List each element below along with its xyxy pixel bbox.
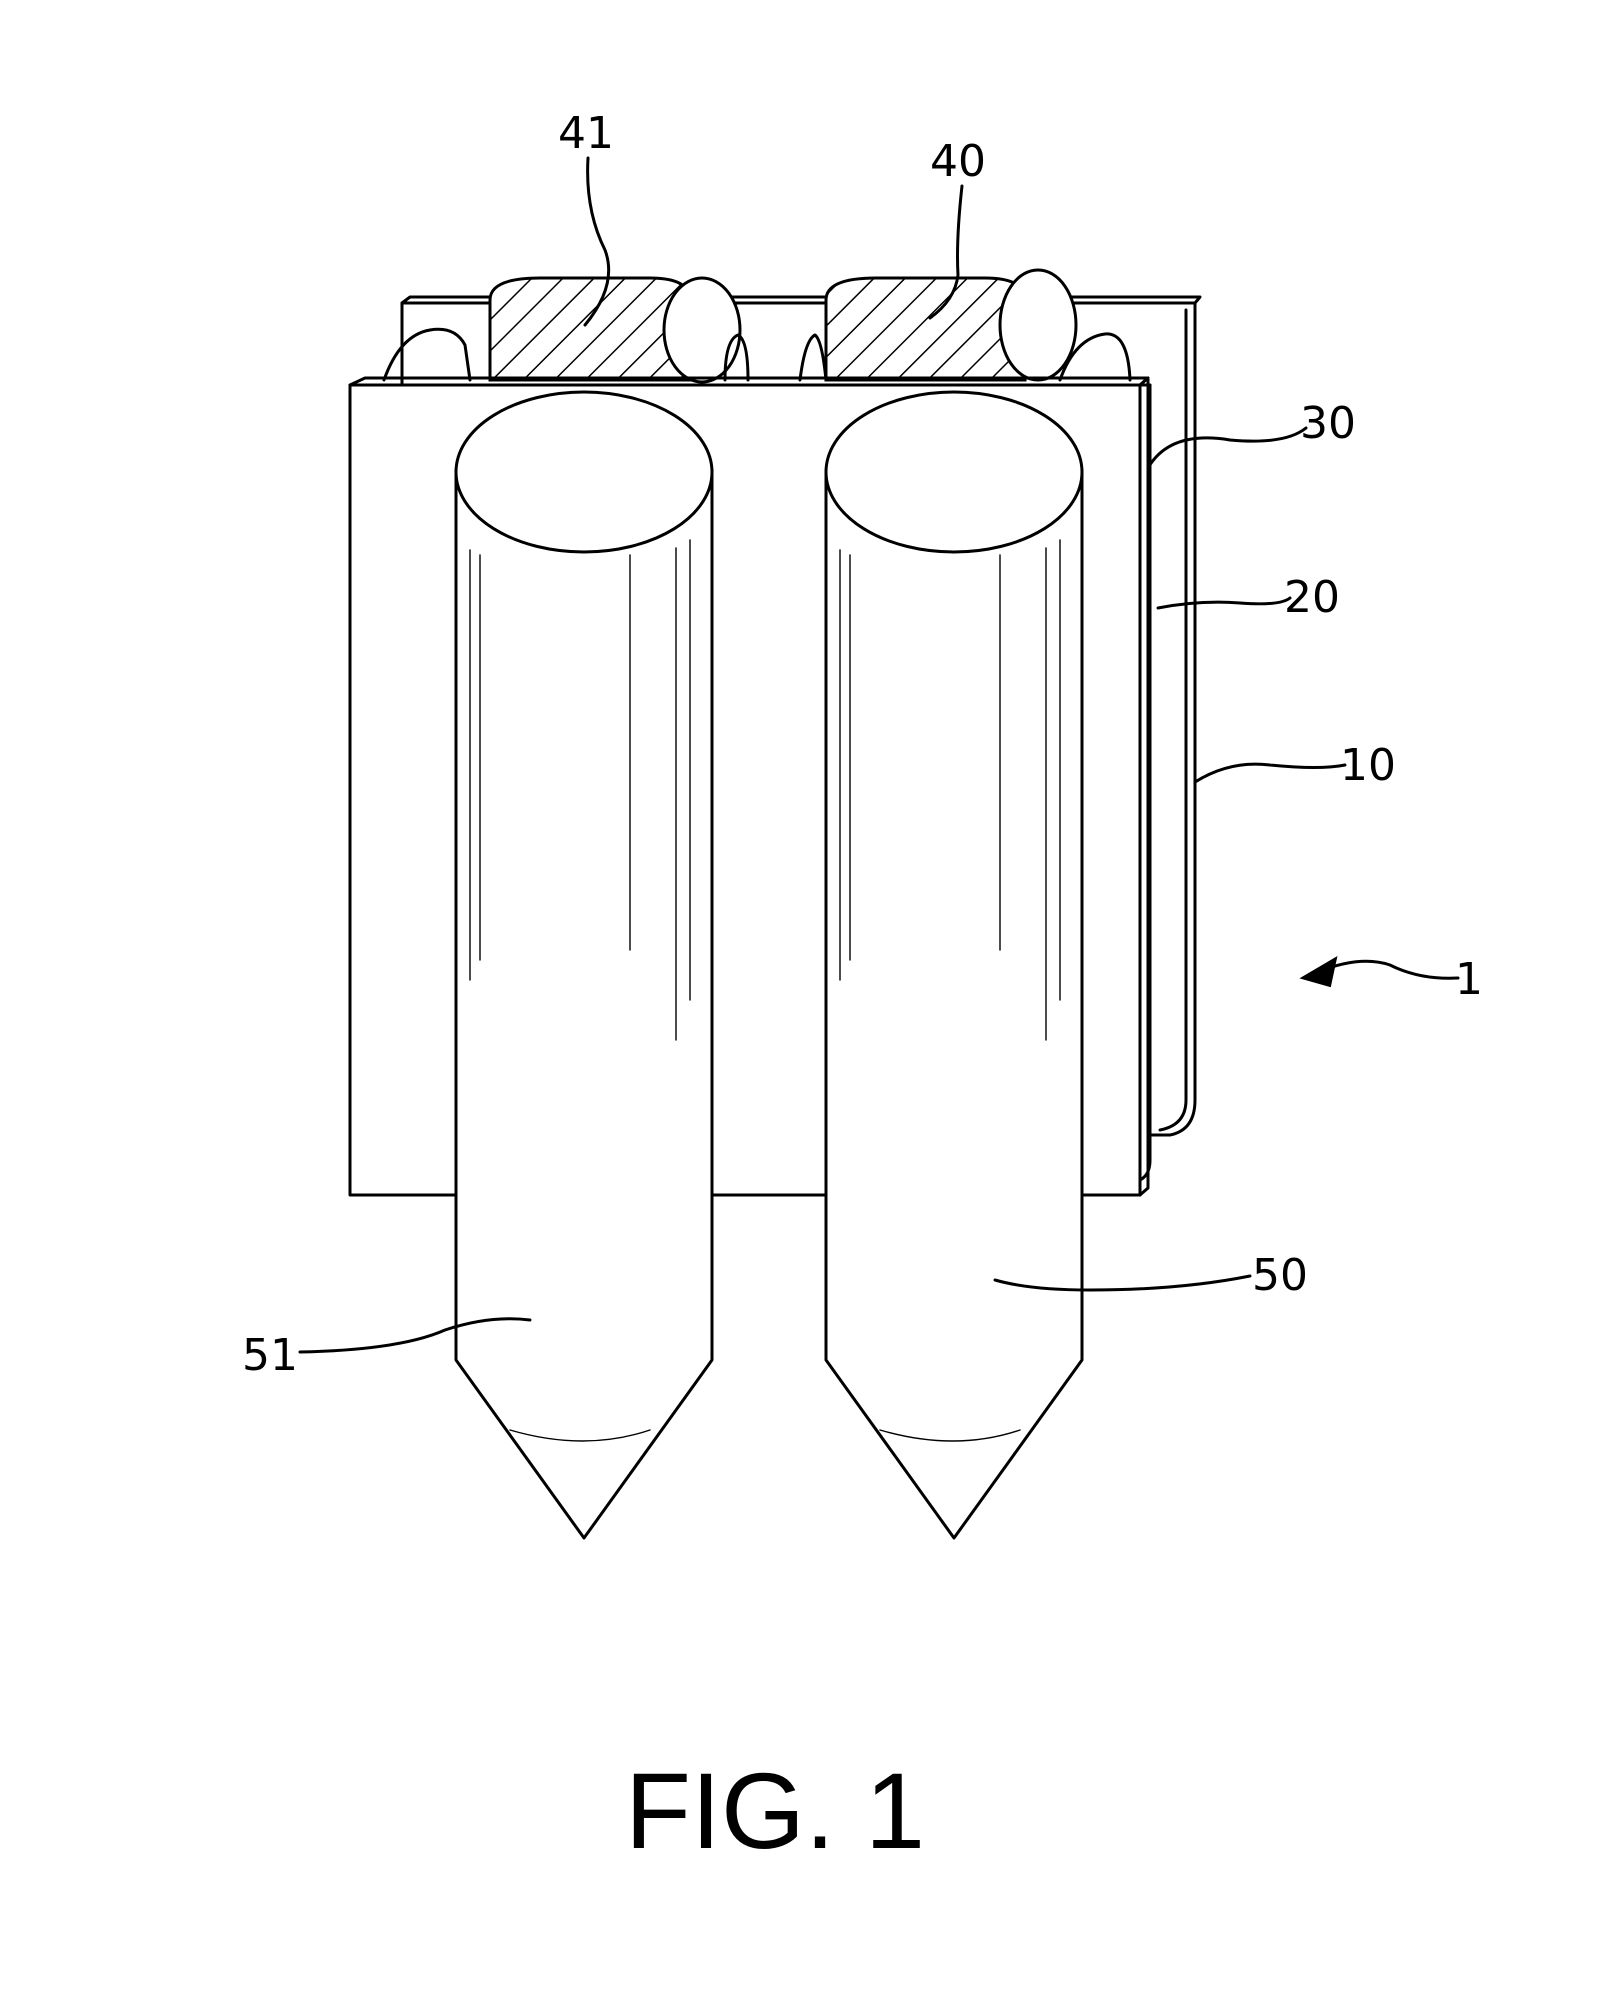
leader-1 xyxy=(1318,961,1458,978)
label-20: 20 xyxy=(1284,572,1340,623)
tube-51 xyxy=(456,392,712,1538)
label-10: 10 xyxy=(1340,740,1396,791)
label-30: 30 xyxy=(1300,398,1356,449)
leader-10 xyxy=(1195,764,1345,782)
label-41: 41 xyxy=(558,108,614,159)
arrow-1-head xyxy=(1302,958,1336,986)
label-40: 40 xyxy=(930,136,986,187)
label-50: 50 xyxy=(1252,1250,1308,1301)
label-51: 51 xyxy=(242,1330,298,1381)
label-1: 1 xyxy=(1455,954,1483,1005)
tube-50 xyxy=(826,392,1082,1538)
figure-caption: FIG. 1 xyxy=(625,1750,925,1871)
